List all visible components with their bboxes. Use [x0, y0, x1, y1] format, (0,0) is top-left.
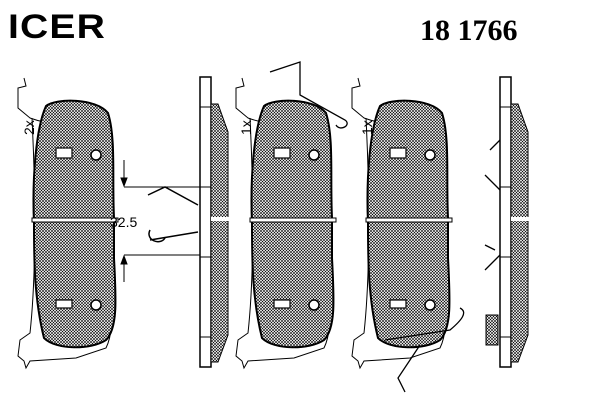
brand-logo: ICER — [8, 8, 107, 46]
pad-quantity-1: 2x — [21, 120, 37, 135]
pad-side-view-1 — [199, 76, 230, 368]
side-clip — [484, 139, 501, 271]
part-number: 18 1766 — [420, 14, 518, 47]
wire-clip-top — [269, 61, 348, 129]
pad-quantity-3: 1x — [359, 120, 375, 135]
wear-clip — [147, 186, 199, 243]
dimension-marker — [120, 160, 200, 282]
pad-quantity-2: 1x — [238, 120, 254, 135]
clip-part — [485, 314, 499, 346]
dimension-label: 32.5 — [110, 214, 137, 230]
wire-clip-bottom — [384, 307, 465, 393]
pad-side-view-2 — [499, 76, 530, 368]
